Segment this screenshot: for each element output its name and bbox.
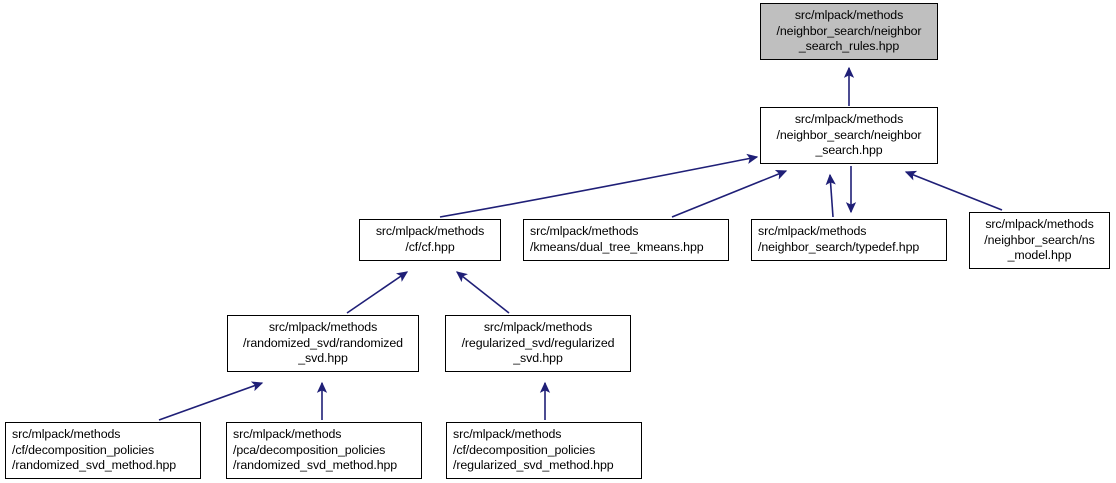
graph-node-cf_regularized_svd_method[interactable]: src/mlpack/methods/cf/decomposition_poli… (446, 422, 642, 479)
graph-node-neighbor_search[interactable]: src/mlpack/methods/neighbor_search/neigh… (760, 107, 938, 164)
graph-node-label-line: /neighbor_search/neighbor (776, 23, 922, 38)
graph-node-cf_randomized_svd_method[interactable]: src/mlpack/methods/cf/decomposition_poli… (5, 422, 201, 479)
graph-node-label-line: /randomized_svd_method.hpp (12, 458, 177, 473)
graph-node-label-line: /kmeans/dual_tree_kmeans.hpp (530, 240, 704, 254)
graph-node-label-line: /neighbor_search/ns (984, 232, 1095, 247)
graph-node-randomized_svd[interactable]: src/mlpack/methods/randomized_svd/random… (227, 315, 419, 372)
edge-ns-model-to-neighbor-search (904, 170, 1003, 211)
graph-node-label-line: /cf/cf.hpp (405, 240, 455, 254)
graph-node-label-line: /randomized_svd/randomized (243, 335, 403, 350)
edge-regularized-svd-to-cf (455, 271, 510, 314)
graph-node-label-line: /regularized_svd/regularized (461, 335, 615, 350)
graph-node-label-line: src/mlpack/methods (758, 224, 867, 239)
graph-node-label-line: /cf/decomposition_policies (12, 442, 155, 457)
graph-node-pca_randomized_svd_method[interactable]: src/mlpack/methods/pca/decomposition_pol… (226, 422, 422, 479)
graph-node-label-line: /neighbor_search/neighbor (776, 127, 922, 142)
edge-cf-to-neighbor-search (439, 153, 759, 218)
graph-node-typedef[interactable]: src/mlpack/methods/neighbor_search/typed… (751, 219, 947, 261)
graph-node-label-line: /randomized_svd_method.hpp (233, 458, 398, 473)
graph-node-label-line: src/mlpack/methods (233, 427, 342, 442)
graph-node-label-line: /pca/decomposition_policies (233, 442, 386, 457)
graph-node-label-line: _svd.hpp (513, 351, 563, 366)
graph-node-label-line: src/mlpack/methods (375, 224, 485, 239)
graph-node-neighbor_search_rules[interactable]: src/mlpack/methods/neighbor_search/neigh… (760, 3, 938, 60)
graph-node-label-line: /cf/decomposition_policies (453, 442, 596, 457)
graph-node-label-line: _svd.hpp (298, 351, 348, 366)
graph-node-label-line: src/mlpack/methods (985, 217, 1094, 232)
graph-node-label-line: _search.hpp (815, 143, 883, 158)
graph-node-label-line: src/mlpack/methods (268, 320, 378, 335)
graph-node-label-line: _search_rules.hpp (798, 39, 900, 54)
graph-node-label-line: src/mlpack/methods (530, 224, 639, 239)
graph-node-label-line: src/mlpack/methods (794, 112, 904, 127)
graph-node-label-line: src/mlpack/methods (483, 320, 593, 335)
graph-node-label-line: _model.hpp (1007, 248, 1072, 263)
graph-node-dual_tree_kmeans[interactable]: src/mlpack/methods/kmeans/dual_tree_kmea… (523, 219, 729, 261)
graph-node-label-line: src/mlpack/methods (453, 427, 562, 442)
edge-dual-tree-kmeans-to-neighbor-search (671, 169, 788, 218)
graph-node-label-line: /neighbor_search/typedef.hpp (758, 240, 920, 254)
edge-typedef-to-neighbor-search (825, 173, 836, 218)
graph-node-label-line: src/mlpack/methods (794, 8, 904, 23)
edge-cf-randomized-method-to-randomized-svd (158, 381, 264, 421)
graph-node-cf[interactable]: src/mlpack/methods/cf/cf.hpp (359, 219, 501, 261)
graph-node-label-line: /regularized_svd_method.hpp (453, 458, 614, 473)
graph-node-ns_model[interactable]: src/mlpack/methods/neighbor_search/ns_mo… (969, 212, 1110, 269)
graph-node-label-line: src/mlpack/methods (12, 427, 121, 442)
graph-node-regularized_svd[interactable]: src/mlpack/methods/regularized_svd/regul… (445, 315, 631, 372)
edge-randomized-svd-to-cf (346, 271, 409, 314)
